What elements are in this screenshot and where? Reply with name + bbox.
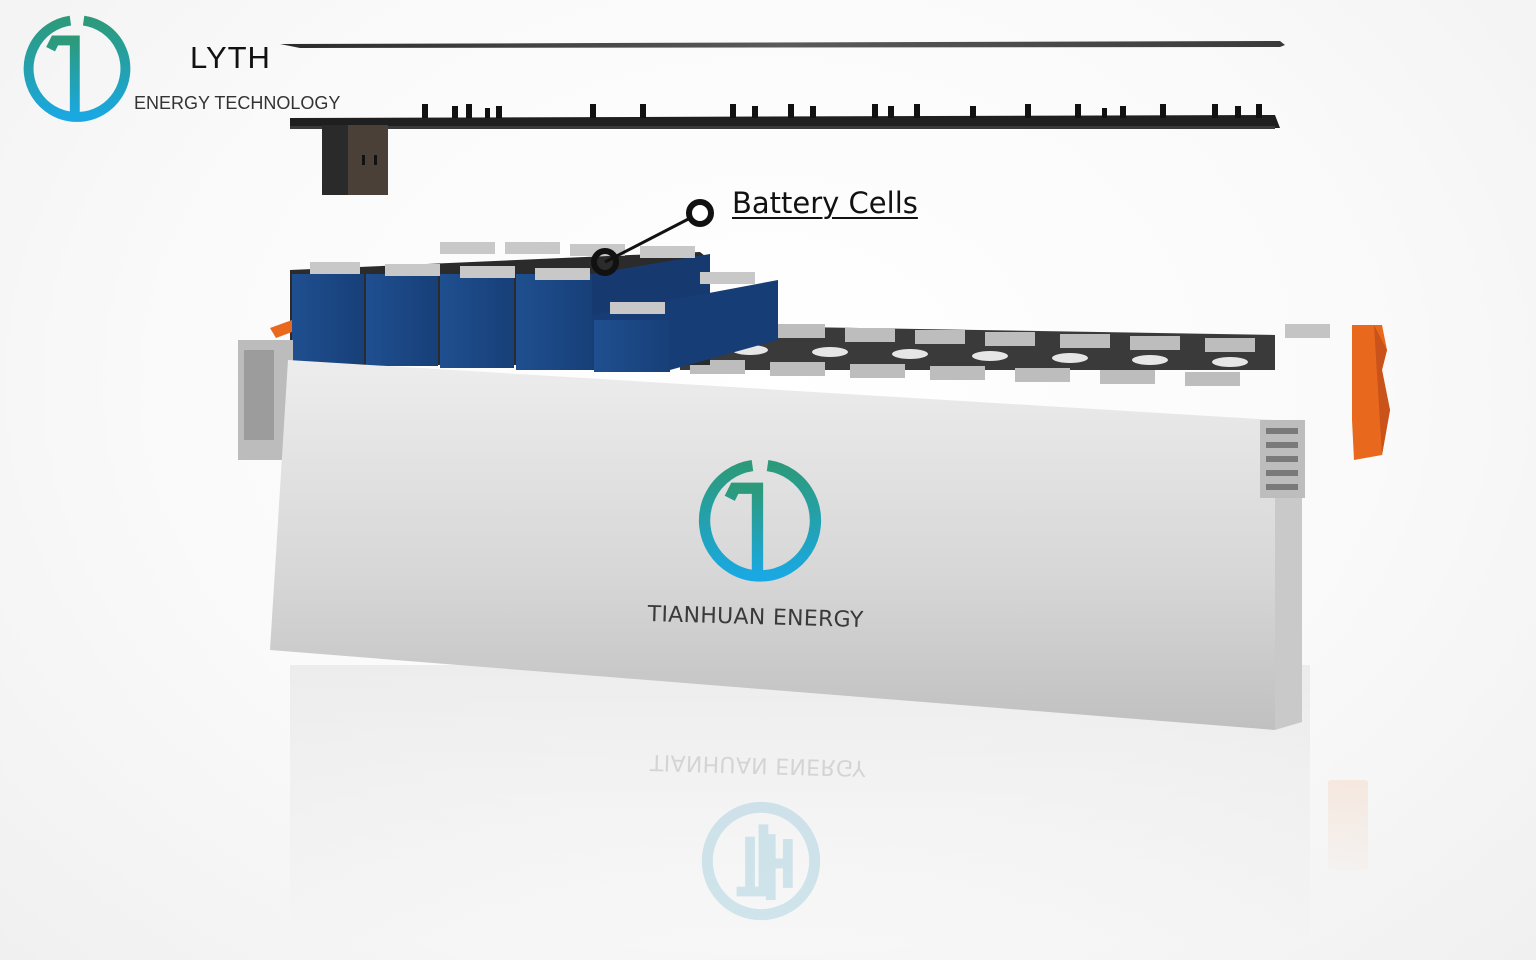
front-logo-icon xyxy=(698,459,822,582)
bms-busbar-board xyxy=(290,104,1280,129)
reflection-logo-icon xyxy=(701,801,821,921)
bms-connector xyxy=(322,125,388,195)
battery-cells-label: Battery Cells xyxy=(732,186,918,220)
top-lid xyxy=(280,41,1285,48)
brand-logo-icon xyxy=(23,15,131,122)
output-terminal xyxy=(1352,325,1390,460)
callout-pointer xyxy=(591,199,714,276)
terminal-reflection xyxy=(1328,780,1368,870)
brand-tagline: ENERGY TECHNOLOGY xyxy=(134,93,341,113)
brand-name: LYTH xyxy=(190,40,271,75)
